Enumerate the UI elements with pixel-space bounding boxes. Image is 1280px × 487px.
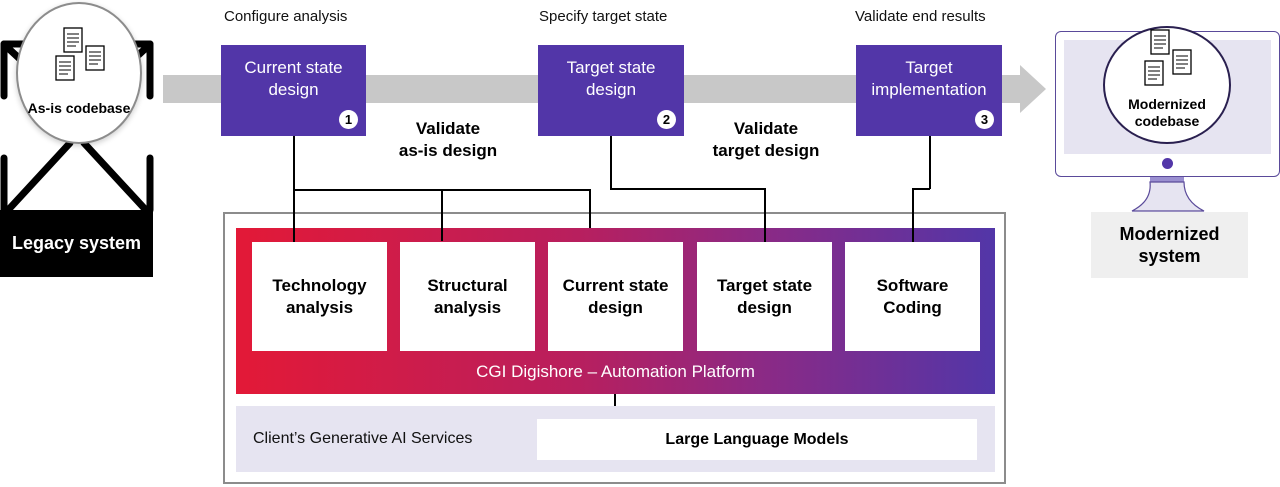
stage-label: Target implementation xyxy=(871,58,987,99)
as-is-codebase-circle: As-is codebase xyxy=(16,2,142,144)
monitor-power-dot xyxy=(1162,158,1173,169)
flow-arrowhead xyxy=(1020,65,1046,113)
stage-target-implementation: Target implementation 3 xyxy=(856,45,1002,136)
step-header-2: Specify target state xyxy=(539,8,668,25)
documents-icon xyxy=(55,27,105,81)
ai-services-label: Client’s Generative AI Services xyxy=(253,430,473,447)
documents-icon xyxy=(1144,29,1192,86)
connector-line xyxy=(610,188,765,190)
validate-as-is-label: Validate as-is design xyxy=(368,118,528,162)
connector-line xyxy=(589,189,591,228)
step-number-badge: 1 xyxy=(339,110,358,129)
stage-target-state-design: Target state design 2 xyxy=(538,45,684,136)
step-number-badge: 2 xyxy=(657,110,676,129)
validate-line2: target design xyxy=(712,141,820,160)
connector-line xyxy=(441,189,443,241)
legacy-system-box: Legacy system xyxy=(0,210,153,277)
step-header-3: Validate end results xyxy=(855,8,986,25)
validate-line1: Validate xyxy=(733,119,799,138)
step-number-badge: 3 xyxy=(975,110,994,129)
connector-line xyxy=(614,394,616,406)
validate-target-label: Validate target design xyxy=(686,118,846,162)
step-header-1: Configure analysis xyxy=(224,8,348,25)
as-is-codebase-label: As-is codebase xyxy=(27,100,131,116)
connector-line xyxy=(929,136,931,189)
connector-line xyxy=(912,188,914,242)
llm-box: Large Language Models xyxy=(537,419,977,460)
validate-line1: Validate xyxy=(415,119,481,138)
stage-current-state-design: Current state design 1 xyxy=(221,45,366,136)
validate-line2: as-is design xyxy=(398,141,498,160)
connector-line xyxy=(764,188,766,242)
monitor-stand-icon xyxy=(1131,177,1205,212)
connector-line xyxy=(610,136,612,189)
stage-label: Current state design xyxy=(244,58,343,99)
connector-line xyxy=(912,188,930,190)
stage-label: Target state design xyxy=(566,58,656,99)
platform-label: CGI Digishore – Automation Platform xyxy=(476,362,755,381)
